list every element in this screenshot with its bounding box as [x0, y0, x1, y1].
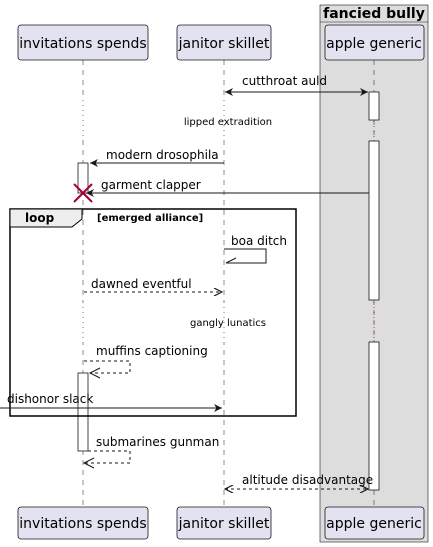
participant-label: invitations spends: [19, 516, 146, 532]
loop-frame: loop [emerged alliance]: [9, 208, 297, 417]
destroy-icon: [73, 183, 93, 203]
activation-apple-generic-2: [368, 140, 380, 301]
activation-apple-generic-1: [368, 91, 380, 121]
message-label: altitude disadvantage: [242, 473, 373, 487]
participant-top-apple-generic[interactable]: apple generic: [324, 24, 425, 61]
message-label: muffins captioning: [96, 344, 208, 358]
message-label: modern drosophila: [106, 148, 219, 162]
delay-lipped-extradition: lipped extradition: [81, 100, 375, 140]
participant-label: invitations spends: [19, 36, 146, 52]
message-label: garment clapper: [101, 178, 201, 192]
participant-label: janitor skillet: [178, 36, 270, 52]
message-dawned-eventful: dawned eventful: [84, 277, 222, 292]
participant-label: apple generic: [326, 36, 422, 52]
loop-condition: [emerged alliance]: [97, 213, 203, 224]
participant-bottom-apple-generic[interactable]: apple generic: [324, 506, 425, 540]
message-label: cutthroat auld: [242, 74, 327, 88]
message-muffins-captioning: muffins captioning: [84, 344, 208, 379]
message-label: submarines gunman: [96, 435, 219, 449]
participant-label: apple generic: [326, 516, 422, 532]
message-label: dawned eventful: [91, 277, 192, 291]
activation-apple-generic-3: [368, 341, 380, 491]
participant-bottom-janitor-skillet[interactable]: janitor skillet: [176, 506, 272, 540]
message-cutthroat-auld: cutthroat auld: [225, 74, 368, 96]
participant-top-janitor-skillet[interactable]: janitor skillet: [176, 24, 272, 61]
delay-label: lipped extradition: [184, 117, 272, 128]
message-boa-ditch: boa ditch: [224, 234, 287, 264]
loop-keyword: loop: [25, 211, 55, 225]
message-modern-drosophila: modern drosophila: [90, 148, 224, 167]
message-label: dishonor slack: [7, 392, 93, 406]
delay-gangly-lunatics: gangly lunatics: [81, 302, 375, 342]
message-garment-clapper: garment clapper: [86, 178, 369, 197]
message-dishonor-slack: dishonor slack: [0, 392, 222, 412]
activation-invitations-spends-2: [77, 372, 89, 452]
message-submarines-gunman: submarines gunman: [82, 435, 219, 469]
participant-top-invitations-spends[interactable]: invitations spends: [17, 24, 149, 61]
activations: [77, 91, 380, 491]
participant-bottom-invitations-spends[interactable]: invitations spends: [17, 506, 149, 540]
message-label: boa ditch: [231, 234, 287, 248]
message-altitude-disadvantage: altitude disadvantage: [225, 473, 373, 489]
participant-label: janitor skillet: [178, 516, 270, 532]
box-title: fancied bully: [323, 6, 425, 22]
delay-label: gangly lunatics: [190, 318, 266, 329]
